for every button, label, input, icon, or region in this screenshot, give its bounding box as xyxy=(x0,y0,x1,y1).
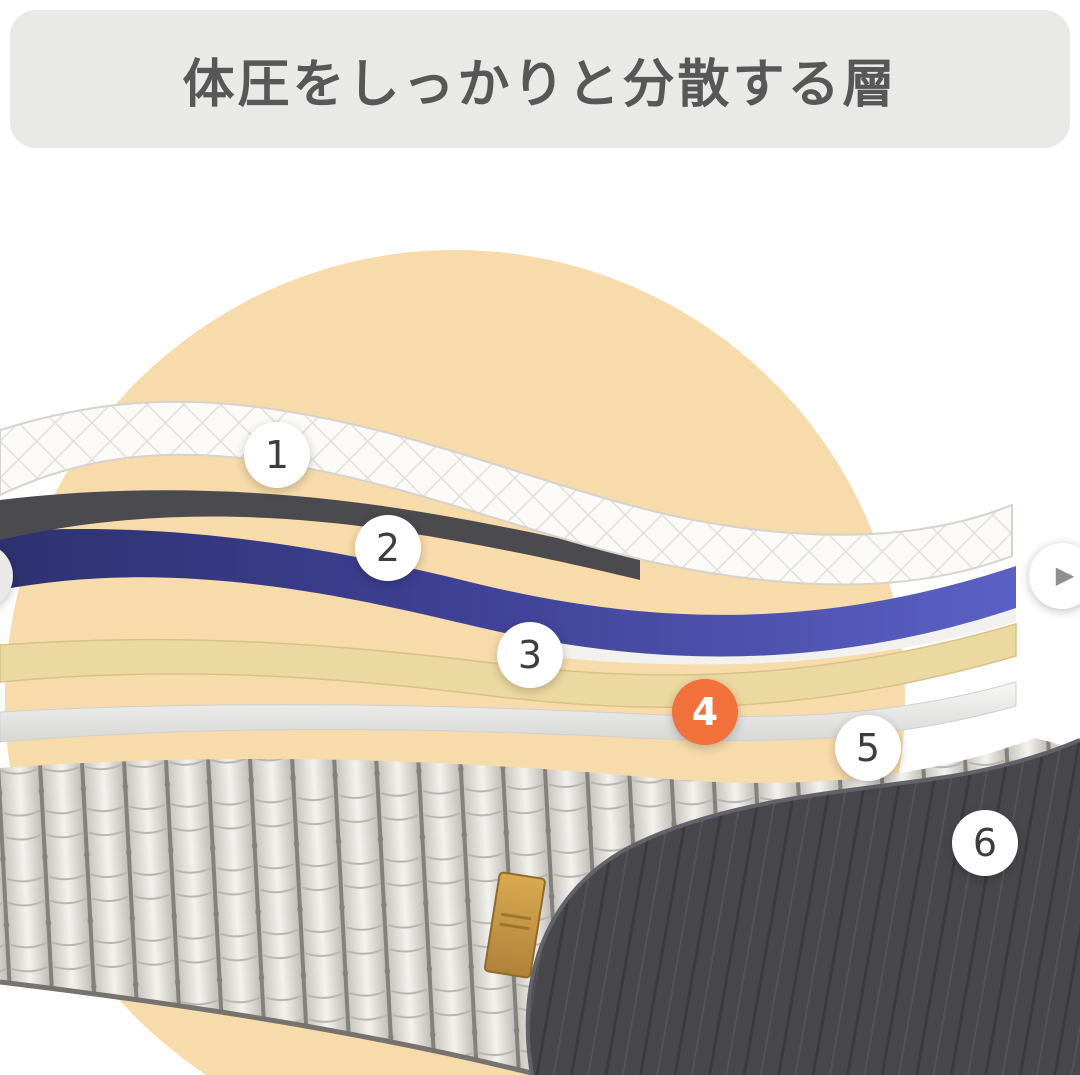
banner-title: 体圧をしっかりと分散する層 xyxy=(182,54,898,115)
layer-badge-2-label: 2 xyxy=(375,526,401,570)
layer-badge-1-label: 1 xyxy=(264,433,290,477)
base-fabric-top-seam xyxy=(525,738,1080,1075)
layer-badge-5-label: 5 xyxy=(855,726,881,770)
coil-block-bottom-edge xyxy=(0,979,541,1075)
layer-badge-5: 5 xyxy=(835,715,901,781)
layer-badge-4-highlighted: 4 xyxy=(672,679,738,745)
layer-badge-6-label: 6 xyxy=(972,821,998,865)
layer-badge-3-label: 3 xyxy=(517,633,543,677)
chevron-right-icon: ▶ xyxy=(1055,562,1075,589)
layer-badge-3: 3 xyxy=(497,622,563,688)
layer-badge-1: 1 xyxy=(244,422,310,488)
brand-tag xyxy=(483,871,546,979)
layer-badge-6: 6 xyxy=(952,810,1018,876)
carousel-next-button[interactable]: ▶ xyxy=(1029,543,1080,609)
layer-blue-foam xyxy=(0,528,1016,657)
title-banner: 体圧をしっかりと分散する層 xyxy=(10,10,1070,148)
layer-badge-4-label: 4 xyxy=(691,690,719,734)
layer-base-board xyxy=(0,681,1017,743)
layer-badge-2: 2 xyxy=(355,515,421,581)
layer-dark-sheet xyxy=(0,490,640,580)
layer-base-fabric xyxy=(527,740,1080,1075)
